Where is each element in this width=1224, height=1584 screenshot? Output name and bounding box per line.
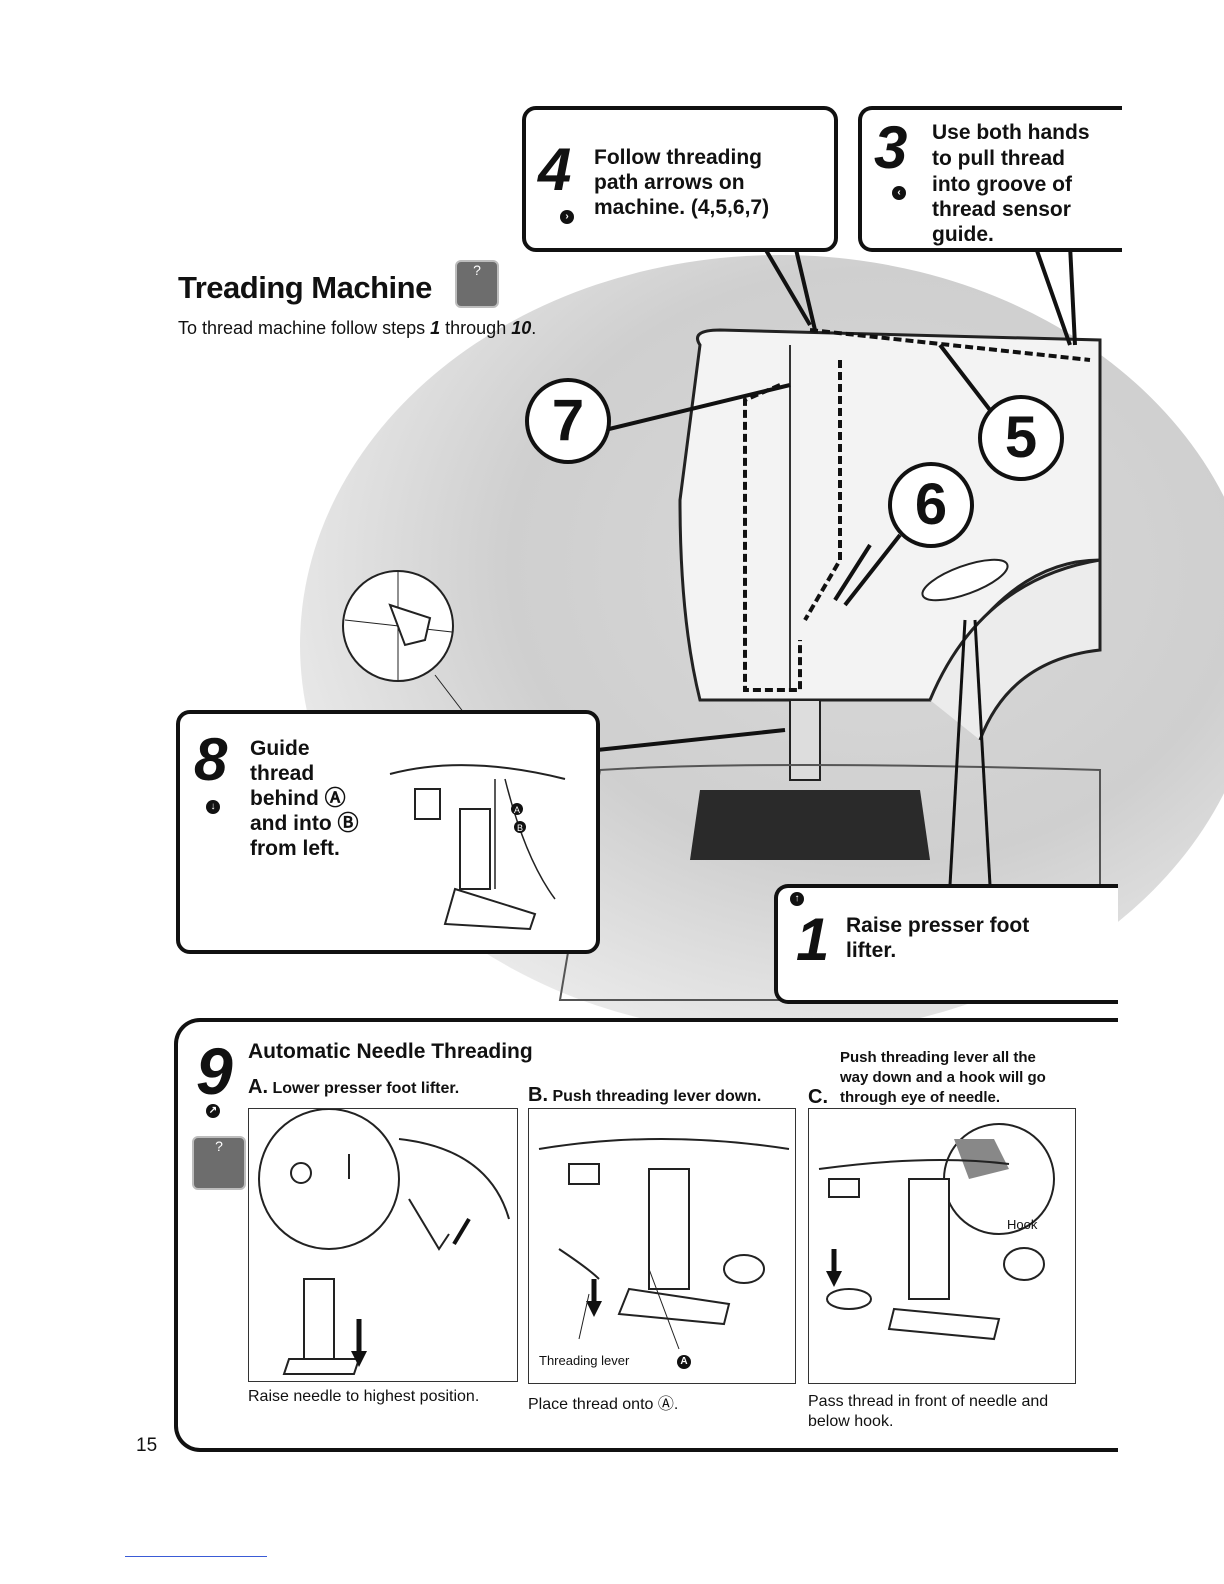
step-4-text-1: Follow threading xyxy=(594,146,762,169)
help-machine-icon-2: ? xyxy=(192,1136,246,1190)
step-3-callout: 3 ‹ Use both hands to pull thread into g… xyxy=(858,106,1122,252)
hook-label: Hook xyxy=(1007,1217,1038,1232)
step-8-text-5: from left. xyxy=(250,837,340,860)
step-4-text-3: machine. (4,5,6,7) xyxy=(594,196,770,219)
page-title: Treading Machine xyxy=(178,270,432,305)
panel-b-illustration: Threading lever A xyxy=(528,1108,796,1384)
arrow-left-icon: ‹ xyxy=(892,186,906,200)
mark-a: A xyxy=(514,805,520,815)
step-3-text-5: guide. xyxy=(932,223,994,246)
threading-lever-label: Threading lever xyxy=(539,1353,630,1368)
step-3-text-2: to pull thread xyxy=(932,147,1065,170)
step-9c-label: Push threading lever all the way down an… xyxy=(840,1049,1046,1106)
step-3-text-4: thread sensor xyxy=(932,198,1071,221)
step-8-text-4: and into Ⓑ xyxy=(250,812,359,835)
step-9b-label: B. Push threading lever down. xyxy=(528,1084,762,1106)
footer-line xyxy=(125,1556,267,1557)
page-subtitle: To thread machine follow steps 1 through… xyxy=(178,318,537,338)
path-marker-6: 6 xyxy=(888,462,974,548)
caption-b: Place thread onto Ⓐ. xyxy=(528,1396,679,1413)
panel-a-illustration xyxy=(248,1108,518,1382)
step-4-text-2: path arrows on xyxy=(594,171,745,194)
caption-a: Raise needle to highest position. xyxy=(248,1388,480,1405)
step-9a-label: A. Lower presser foot lifter. xyxy=(248,1076,460,1098)
step-4-number: 4 xyxy=(538,136,572,203)
step-1-number: 1 xyxy=(796,906,830,973)
mark-b: B xyxy=(517,823,523,833)
page-number: 15 xyxy=(136,1435,158,1456)
step-3-number: 3 xyxy=(874,114,908,181)
step-8-text-2: thread xyxy=(250,762,315,785)
presser-foot-diagram: A B xyxy=(389,764,566,931)
help-machine-icon: ? xyxy=(455,260,499,308)
step-9c-letter: C. xyxy=(808,1086,828,1108)
step-9-section: 9 ↗ Automatic Needle Threading ? A. Lowe… xyxy=(174,1018,1118,1452)
path-marker-7: 7 xyxy=(525,378,611,464)
step-8-number: 8 xyxy=(194,726,228,793)
arrow-down-icon: ↓ xyxy=(206,800,220,814)
step-9-title: Automatic Needle Threading xyxy=(248,1040,533,1063)
panel-c-illustration: Hook xyxy=(808,1108,1076,1384)
step-1-text-1: Raise presser foot xyxy=(846,914,1030,937)
caption-c: Pass thread in front of needle and below… xyxy=(808,1393,1049,1430)
step-1-text-2: lifter. xyxy=(846,939,897,962)
step-3-text-3: into groove of xyxy=(932,173,1072,196)
mark-a-icon: A xyxy=(677,1355,691,1369)
step-4-callout: 4 › Follow threading path arrows on mach… xyxy=(522,106,838,252)
step-3-text-1: Use both hands xyxy=(932,121,1090,144)
step-9-number: 9 xyxy=(196,1034,233,1108)
arrow-up-icon: ↑ xyxy=(790,892,804,906)
step-1-callout: ↑ 1 Raise presser foot lifter. xyxy=(774,884,1118,1004)
path-marker-5: 5 xyxy=(978,395,1064,481)
step-8-text-1: Guide xyxy=(250,737,310,760)
arrow-up-right-icon: ↗ xyxy=(206,1104,220,1118)
step-8-callout: 8 ↓ Guide thread behind Ⓐ and into Ⓑ fro… xyxy=(176,710,600,954)
step-8-text-3: behind Ⓐ xyxy=(250,787,346,810)
arrow-right-icon: › xyxy=(560,210,574,224)
